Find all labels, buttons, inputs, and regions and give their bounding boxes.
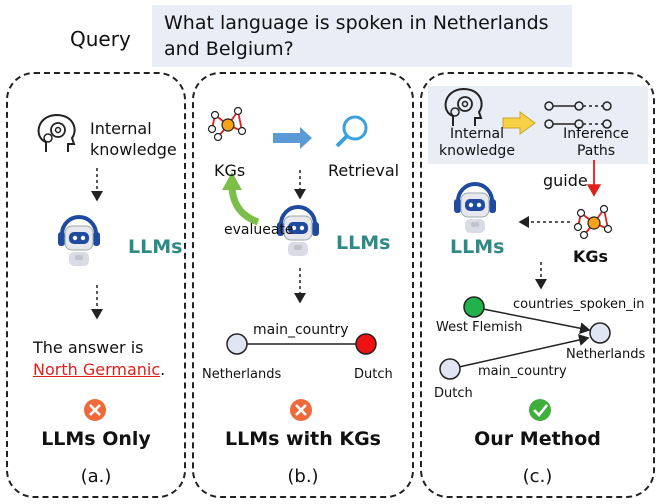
kgs-label: KGs <box>214 161 246 180</box>
node-netherlands <box>226 333 248 355</box>
inference-paths-icon <box>544 101 612 129</box>
success-icon <box>529 399 551 421</box>
brain-head-icon <box>444 88 483 127</box>
evaluate-label: evalueate <box>224 222 294 238</box>
robot-icon <box>452 182 498 235</box>
guide-label: guide <box>543 171 588 190</box>
edge-label: main_country <box>253 322 349 338</box>
internal-knowledge-label: Internal knowledge <box>439 126 515 159</box>
kgs-label: KGs <box>573 247 609 266</box>
retrieval-label: Retrieval <box>328 161 400 180</box>
caption: (a.) <box>80 466 112 487</box>
method-title: Our Method <box>474 428 601 450</box>
search-icon <box>342 115 368 141</box>
query-text: What language is spoken in Netherlands a… <box>152 5 572 67</box>
node-west-flemish <box>463 296 485 318</box>
node-label-netherlands: Netherlands <box>202 367 282 382</box>
edge-label: countries_spoken_in <box>513 297 645 312</box>
arrow-right-icon <box>273 127 312 149</box>
caption: (b.) <box>287 466 319 487</box>
llms-label: LLMs <box>128 236 183 258</box>
kg-icon <box>573 204 613 240</box>
robot-icon <box>56 215 102 268</box>
answer-prefix: The answer is <box>33 338 144 357</box>
arrow-right-icon <box>502 111 536 135</box>
edge-label: main_country <box>478 364 567 379</box>
panel-llms-only <box>6 72 186 498</box>
node-label-netherlands: Netherlands <box>566 347 646 362</box>
inference-paths-label: Inference Paths <box>563 126 629 159</box>
answer-suffix: . <box>160 360 166 379</box>
node-dutch <box>355 333 377 355</box>
node-dutch <box>439 358 461 380</box>
caption: (c.) <box>522 466 553 487</box>
query-label: Query <box>70 27 131 51</box>
internal-knowledge-label: Internal knowledge <box>90 119 177 159</box>
evaluate-arrow-icon <box>228 184 260 226</box>
kg-icon <box>207 106 247 142</box>
llms-label: LLMs <box>336 232 391 254</box>
node-label-dutch: Dutch <box>434 386 473 401</box>
answer-value: North Germanic <box>33 360 161 379</box>
answer-line: North Germanic. <box>33 360 165 379</box>
node-label-west-flemish: West Flemish <box>436 320 523 335</box>
node-netherlands <box>589 322 611 344</box>
panel-our-method <box>420 72 655 498</box>
method-title: LLMs with KGs <box>225 428 381 450</box>
llms-label: LLMs <box>450 236 505 258</box>
method-title: LLMs Only <box>41 428 151 450</box>
brain-head-icon <box>37 114 76 153</box>
panel-llms-with-kgs <box>192 72 414 498</box>
node-label-dutch: Dutch <box>354 367 393 382</box>
